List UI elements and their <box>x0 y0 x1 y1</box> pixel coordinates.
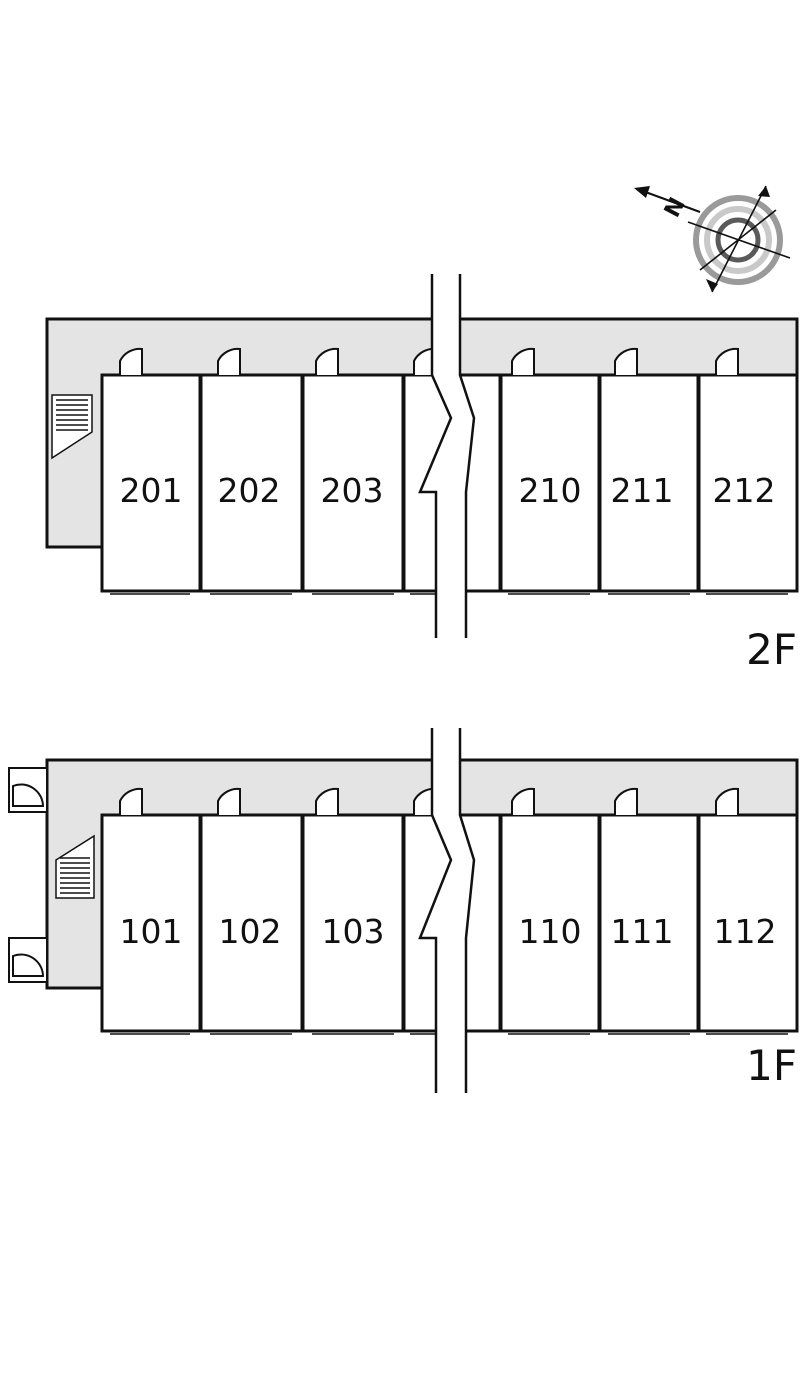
room-210-label: 210 <box>519 471 582 510</box>
room-212-label: 212 <box>713 471 776 510</box>
floor-1f-plan: 101 102 103 110 111 112 <box>8 728 799 1093</box>
room-112-label: 112 <box>714 912 777 951</box>
compass-north-label: N <box>660 194 691 222</box>
room-102-label: 102 <box>219 912 282 951</box>
floor-1f-exterior-door-icons <box>8 767 48 983</box>
room-201-label: 201 <box>120 471 183 510</box>
room-111-label: 111 <box>611 912 674 951</box>
room-202-label: 202 <box>218 471 281 510</box>
floor-1f-door-icons <box>119 787 739 815</box>
floor-1f-label: 1F <box>746 1041 797 1090</box>
floor-2f-break-mark <box>420 274 474 638</box>
room-211-label: 211 <box>611 471 674 510</box>
floor-1f-staircase-icon <box>55 834 95 899</box>
floor-2f-label: 2F <box>746 625 797 674</box>
room-101-label: 101 <box>120 912 183 951</box>
room-110-label: 110 <box>519 912 582 951</box>
floor-2f-plan: 201 202 203 210 211 212 <box>45 274 799 638</box>
compass-icon <box>634 185 791 293</box>
room-203-label: 203 <box>321 471 384 510</box>
floor-2f-staircase-icon <box>51 394 93 460</box>
room-103-label: 103 <box>322 912 385 951</box>
